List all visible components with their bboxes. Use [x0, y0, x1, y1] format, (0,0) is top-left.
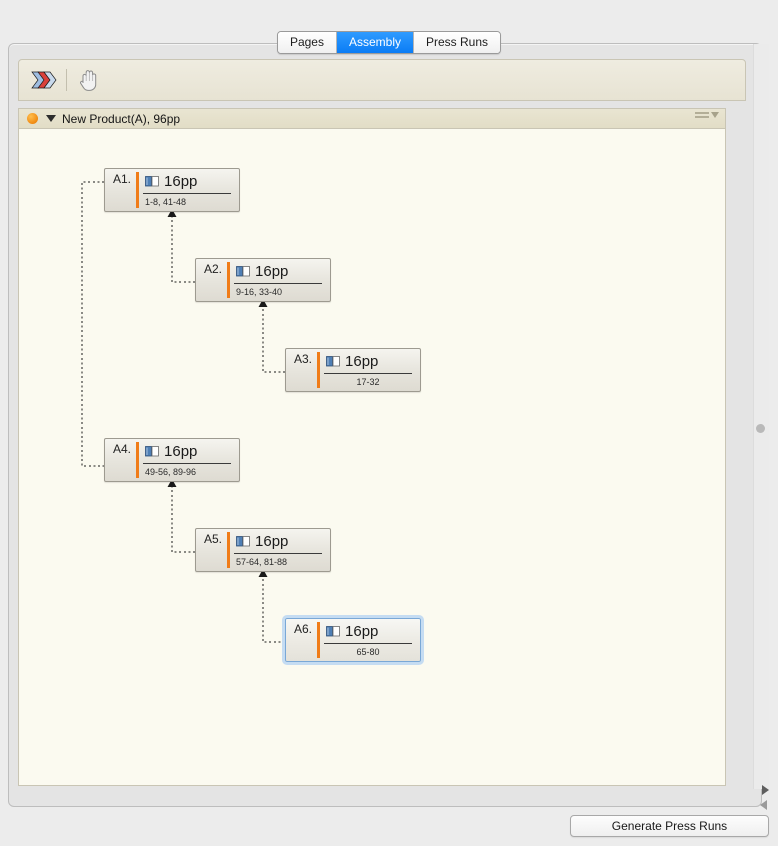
node-top: 16pp	[143, 169, 231, 194]
book-icon	[326, 625, 340, 636]
canvas-toolbar	[18, 59, 746, 101]
book-icon	[326, 355, 340, 366]
book-icon	[236, 265, 250, 276]
node-accent-bar	[317, 352, 321, 388]
node-accent-bar	[227, 262, 231, 298]
node-accent-bar	[136, 442, 140, 478]
node-top: 16pp	[234, 259, 322, 284]
node-top: 16pp	[324, 349, 412, 374]
tab-press-runs[interactable]: Press Runs	[414, 32, 501, 53]
chevron-down-icon	[711, 112, 719, 118]
node-extent: 16pp	[345, 352, 379, 370]
node-page-range: 49-56, 89-96	[145, 467, 197, 477]
node-body: 16pp 9-16, 33-40	[227, 259, 330, 301]
node-accent-bar	[317, 622, 321, 658]
node-page-range: 65-80	[356, 647, 380, 657]
book-icon	[145, 175, 159, 186]
node-label: A6.	[294, 622, 313, 636]
list-menu-icon[interactable]	[695, 112, 719, 118]
node-accent-bar	[136, 172, 140, 208]
assembly-node-a6[interactable]: A6. 16pp 65-80	[282, 615, 424, 665]
chevrons-icon[interactable]	[29, 66, 59, 94]
tab-assembly[interactable]: Assembly	[336, 32, 414, 53]
node-top: 16pp	[324, 619, 412, 644]
node-top: 16pp	[234, 529, 322, 554]
assembly-node-a4[interactable]: A4. 16pp 49-56, 89-96	[104, 438, 240, 482]
product-title: New Product(A), 96pp	[62, 111, 181, 126]
node-body: 16pp 17-32	[317, 349, 420, 391]
node-label: A5.	[204, 532, 223, 546]
node-extent: 16pp	[164, 172, 198, 190]
vertical-scrollbar-knob[interactable]	[756, 424, 765, 433]
tab-pages[interactable]: Pages	[277, 32, 337, 53]
product-header-row[interactable]: New Product(A), 96pp	[18, 108, 726, 129]
node-label: A1.	[113, 172, 132, 186]
node-body: 16pp 65-80	[317, 619, 420, 661]
chevrons-icon-glyph	[31, 71, 57, 89]
book-icon	[145, 445, 159, 456]
node-top: 16pp	[143, 439, 231, 464]
node-page-range: 9-16, 33-40	[236, 287, 283, 297]
node-label: A2.	[204, 262, 223, 276]
hand-icon[interactable]	[74, 66, 104, 94]
triangle-left-icon[interactable]	[760, 800, 767, 810]
node-extent: 16pp	[255, 262, 289, 280]
assembly-node-a5[interactable]: A5. 16pp 57-64, 81-88	[195, 528, 331, 572]
node-page-range: 57-64, 81-88	[236, 557, 288, 567]
vertical-scrollbar-track[interactable]	[753, 44, 769, 789]
assembly-node-a1[interactable]: A1. 16pp 1-8, 41-48	[104, 168, 240, 212]
node-extent: 16pp	[164, 442, 198, 460]
node-extent: 16pp	[345, 622, 379, 640]
node-accent-bar	[227, 532, 231, 568]
book-icon	[236, 535, 250, 546]
node-extent: 16pp	[255, 532, 289, 550]
tab-group: Pages Assembly Press Runs	[276, 31, 502, 54]
assembly-canvas[interactable]: A1. 16pp 1-8, 41-48 A2.	[18, 129, 726, 786]
toolbar-separator	[66, 69, 67, 91]
disclosure-triangle-icon[interactable]	[46, 115, 56, 122]
node-body: 16pp 49-56, 89-96	[136, 439, 239, 481]
hand-icon-glyph	[80, 69, 97, 91]
menu-lines-icon	[695, 112, 709, 118]
node-page-range: 17-32	[356, 377, 380, 387]
node-body: 16pp 57-64, 81-88	[227, 529, 330, 571]
triangle-right-icon[interactable]	[762, 785, 769, 795]
status-dot-icon	[27, 113, 38, 124]
node-body: 16pp 1-8, 41-48	[136, 169, 239, 211]
node-label: A3.	[294, 352, 313, 366]
node-label: A4.	[113, 442, 132, 456]
generate-press-runs-button[interactable]: Generate Press Runs	[570, 815, 769, 837]
tab-bar: Pages Assembly Press Runs	[0, 31, 778, 54]
node-page-range: 1-8, 41-48	[145, 197, 187, 207]
assembly-node-a2[interactable]: A2. 16pp 9-16, 33-40	[195, 258, 331, 302]
footer-bar: Generate Press Runs	[0, 806, 778, 846]
assembly-node-a3[interactable]: A3. 16pp 17-32	[285, 348, 421, 392]
